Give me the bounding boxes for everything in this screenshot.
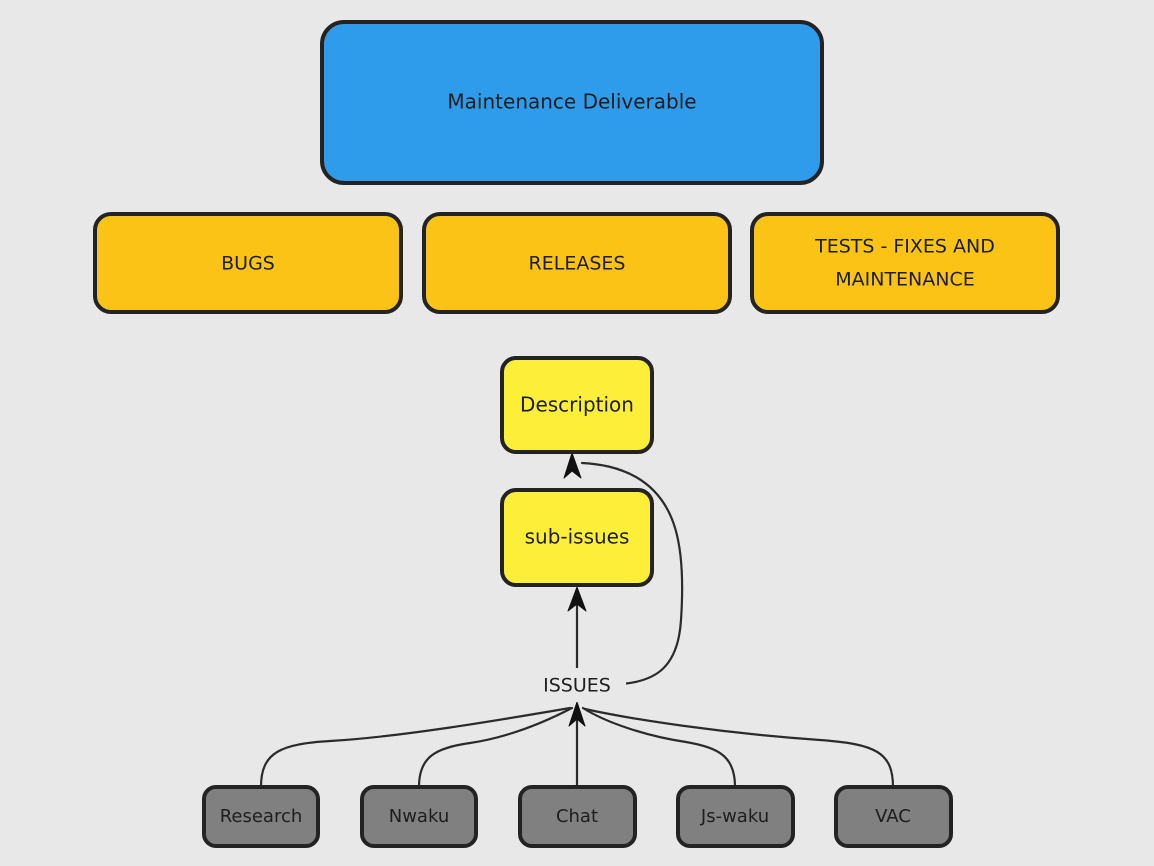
node-bugs[interactable]: BUGS — [93, 212, 403, 314]
node-bugs-shape[interactable] — [93, 212, 403, 314]
node-nwaku-shape[interactable] — [360, 785, 478, 848]
node-maintenance-deliverable-label: Maintenance Deliverable — [447, 90, 696, 114]
node-releases[interactable]: RELEASES — [422, 212, 732, 314]
node-bugs-label: BUGS — [221, 253, 275, 275]
node-nwaku-label: Nwaku — [389, 806, 450, 827]
edge-issues-to-description — [580, 461, 684, 686]
node-description-shape[interactable] — [500, 356, 654, 454]
node-js-waku[interactable]: Js-waku — [676, 785, 795, 848]
edge-label-issues-group: ISSUES — [528, 668, 626, 702]
node-chat[interactable]: Chat — [518, 785, 637, 848]
node-maintenance-deliverable[interactable]: Maintenance Deliverable — [320, 20, 824, 185]
node-tests-fixes-and-maintenance-label-line1: TESTS - FIXES AND — [814, 236, 995, 258]
arrowhead-to-subissues — [567, 586, 587, 612]
node-sub-issues-shape[interactable] — [500, 488, 654, 587]
node-releases-shape[interactable] — [422, 212, 732, 314]
node-research[interactable]: Research — [202, 785, 320, 848]
node-vac[interactable]: VAC — [834, 785, 953, 848]
edge-vac-to-issues — [583, 707, 895, 789]
node-tests-fixes-and-maintenance-shape[interactable] — [750, 212, 1060, 314]
node-chat-shape[interactable] — [518, 785, 637, 848]
node-maintenance-deliverable-shape[interactable] — [320, 20, 824, 185]
node-description-label: Description — [520, 393, 634, 417]
edge-nwaku-to-issues — [417, 706, 574, 789]
node-sub-issues-label: sub-issues — [525, 525, 630, 549]
node-js-waku-label: Js-waku — [700, 806, 769, 827]
node-research-shape[interactable] — [202, 785, 320, 848]
node-js-waku-shape[interactable] — [676, 785, 795, 848]
node-vac-shape[interactable] — [834, 785, 953, 848]
edge-label-issues: ISSUES — [543, 675, 611, 697]
node-tests-fixes-and-maintenance-label-line2: MAINTENANCE — [835, 269, 975, 291]
arrowhead-to-description — [563, 452, 582, 479]
node-description[interactable]: Description — [500, 356, 654, 454]
node-tests-fixes-and-maintenance[interactable]: TESTS - FIXES AND MAINTENANCE — [750, 212, 1060, 314]
edge-jswaku-to-issues — [581, 706, 737, 789]
edges-layer — [259, 452, 895, 789]
node-releases-label: RELEASES — [529, 253, 626, 275]
edge-research-to-issues — [259, 706, 572, 789]
node-nwaku[interactable]: Nwaku — [360, 785, 478, 848]
node-vac-label: VAC — [875, 806, 911, 827]
edge-label-issues-backdrop — [528, 668, 626, 702]
node-chat-label: Chat — [556, 806, 598, 827]
arrowhead-to-issues — [568, 701, 586, 727]
node-research-label: Research — [220, 806, 303, 827]
node-sub-issues[interactable]: sub-issues — [500, 488, 654, 587]
